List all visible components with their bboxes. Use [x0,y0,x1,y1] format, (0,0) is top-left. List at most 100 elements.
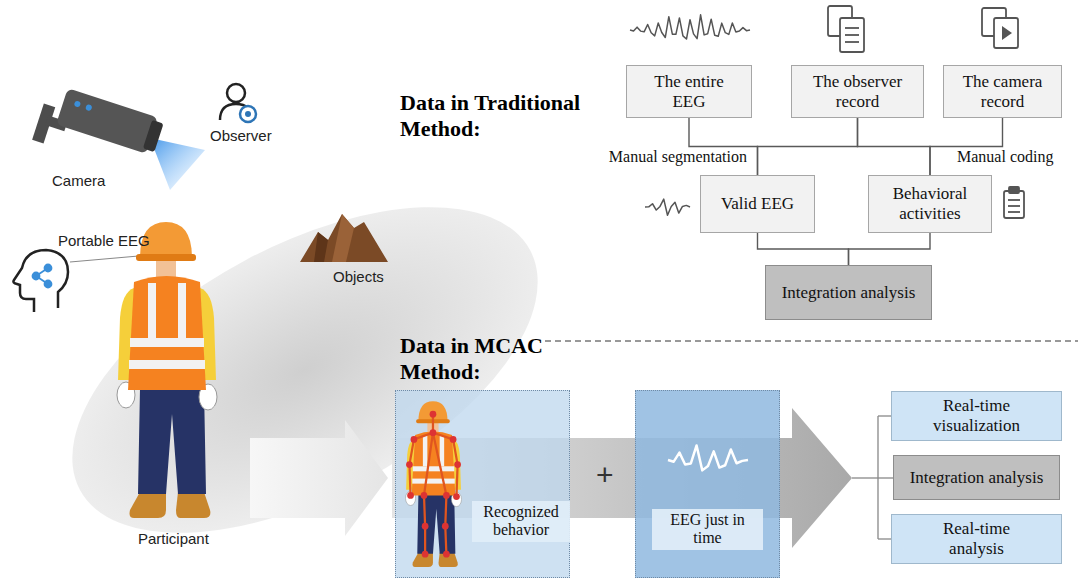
participant-figure [117,222,217,518]
recognized-worker [442,523,449,530]
recognized-worker [406,411,461,558]
recognized-worker [406,461,413,468]
section-heading: Data in MCAC Method: [400,333,600,386]
recognized-worker [409,414,457,554]
camera-icon [56,88,158,153]
eeg-waveform [668,445,748,470]
node-label: Integration analysis [910,468,1044,488]
eeg-panel-fill [635,390,780,578]
node-label: Real-time visualization [920,396,1033,435]
connector [858,118,931,175]
recognized-worker [443,492,450,499]
observer-icon [220,84,256,122]
observer-icon [240,106,256,122]
connector [930,118,1003,175]
ground-ellipse [21,140,589,588]
video-icon [982,8,1018,48]
flow-arrow [250,420,388,536]
output-bracket [852,416,893,539]
eeg-head-icon [33,273,40,280]
clipboard-icon [1004,191,1024,218]
rocks-illustration [300,214,388,262]
eeg-waveform [630,15,750,39]
node-label: Valid EEG [721,194,794,214]
process-box: The entire EEG [626,65,752,118]
node-label: Integration analysis [782,283,916,303]
recognized-worker [409,465,410,496]
panel-box: EEG just in time [635,390,780,578]
observer-icon [245,111,251,117]
process-box: Real-time analysis [891,514,1062,564]
figure-label: + [596,458,614,492]
recognized-worker [443,551,450,558]
process-box: The observer record [791,65,924,118]
process-box: The camera record [943,65,1062,118]
panel-box: Recognized behavior [395,390,570,578]
process-box: Real-time visualization [891,391,1062,441]
eeg-head-icon [45,281,52,288]
video-icon [1002,26,1012,40]
document-icon [840,18,864,52]
figure-label: Portable EEG [58,232,150,249]
camera-icon [74,100,82,108]
node-label: The entire EEG [639,72,739,111]
recognized-worker [430,429,437,436]
document-icon [845,34,859,36]
camera-icon [150,138,205,190]
recognized-worker [450,436,457,443]
process-box: Valid EEG [700,175,815,233]
node-label: Real-time analysis [922,519,1031,558]
eeg-head-icon [13,250,68,312]
section-heading: Data in Traditional Method: [400,90,630,143]
divider-line [545,340,1078,341]
connector [849,233,931,265]
output-bracket [852,477,878,478]
clipboard-icon [1009,187,1019,193]
recognized-worker [424,433,446,555]
clipboard-icon [1008,211,1020,213]
eeg-head-icon [33,265,52,288]
connector [758,118,858,175]
camera-icon [143,120,164,152]
edge-label: Manual coding [955,148,1055,166]
figure-label: Observer [210,127,272,144]
behavior-panel-fill [395,390,570,578]
rocks-illustration [332,214,354,262]
document-icon [828,6,864,52]
process-box: Integration analysis [893,455,1060,500]
node-label: Recognized behavior [472,501,570,542]
document-icon [845,27,859,29]
recognized-worker [454,461,461,468]
rocks-illustration [314,232,328,262]
recognized-worker [422,551,429,558]
process-box: Integration analysis [765,265,932,320]
process-box: Behavioral activities [868,175,992,233]
document-icon [845,41,859,43]
eeg-waveform [645,199,690,215]
node-label: The observer record [804,72,911,111]
recognized-worker [430,411,437,418]
node-label: The camera record [954,72,1051,111]
figure-label: Objects [333,268,384,285]
node-label: EEG just in time [652,509,763,550]
recognized-worker [453,493,460,500]
recognized-worker [456,465,457,497]
camera-icon [32,83,205,190]
observer-icon [227,84,245,102]
clipboard-icon [1004,187,1024,218]
video-icon [994,18,1018,48]
recognized-worker [406,401,462,567]
figure-label: Participant [138,530,209,547]
output-bracket [878,477,893,478]
eeg-head-icon [45,265,52,272]
recognized-worker [422,523,429,530]
recognized-worker [406,401,462,567]
node-label: Behavioral activities [879,184,981,223]
figure-label: Camera [52,172,105,189]
camera-icon [85,104,93,112]
recognized-worker [421,492,428,499]
camera-icon [32,83,165,177]
edge-label: Manual segmentation [560,148,749,166]
clipboard-icon [1008,199,1020,201]
